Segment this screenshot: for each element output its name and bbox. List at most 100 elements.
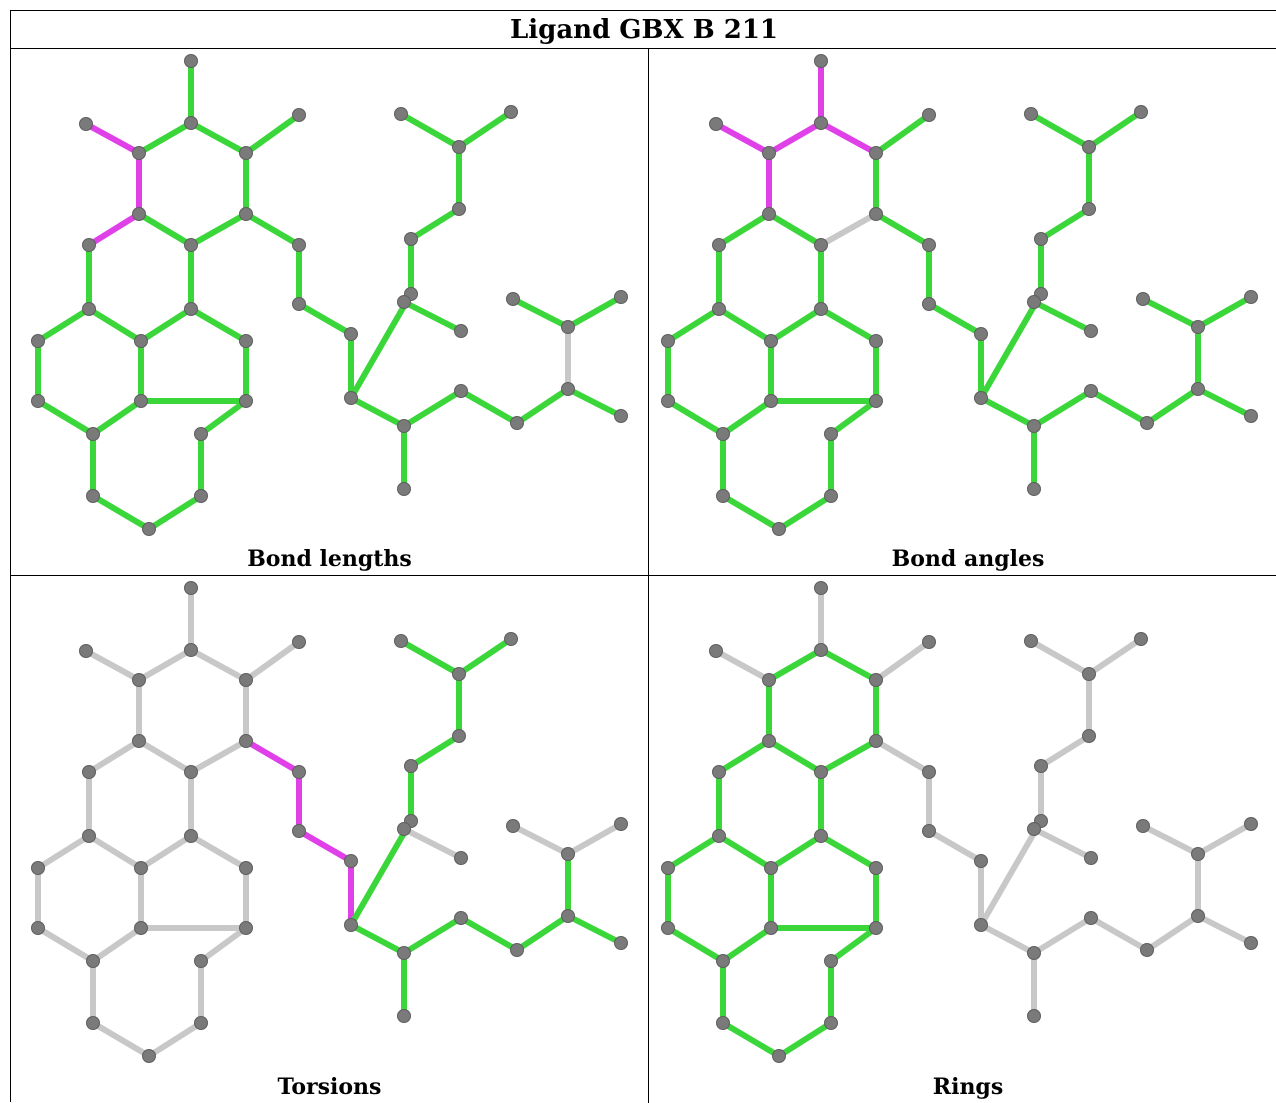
bond (401, 388, 464, 429)
bond (665, 925, 726, 964)
caption-bond-angles: Bond angles (891, 546, 1045, 572)
atom (506, 819, 520, 833)
bond (35, 833, 92, 871)
atom (1134, 105, 1148, 119)
bond (665, 398, 726, 437)
atom (716, 1016, 730, 1030)
bond (720, 1020, 782, 1059)
atom (762, 734, 776, 748)
atom (506, 292, 520, 306)
atom (772, 1049, 786, 1063)
atom (764, 334, 778, 348)
atom (824, 427, 838, 441)
atom (1024, 107, 1038, 121)
atom (1082, 140, 1096, 154)
atom (134, 394, 148, 408)
bond (243, 738, 302, 775)
bond (510, 823, 571, 857)
atom (184, 643, 198, 657)
atom (1027, 482, 1041, 496)
bond (458, 915, 520, 953)
atom (661, 394, 675, 408)
atom (452, 667, 466, 681)
atom (561, 909, 575, 923)
atom (869, 207, 883, 221)
atom (184, 829, 198, 843)
bond (35, 306, 92, 344)
bond (514, 913, 571, 953)
atom (292, 108, 306, 122)
bond (1144, 386, 1201, 426)
atom (79, 117, 93, 131)
bond (188, 120, 249, 156)
molecule-rings (661, 581, 1258, 1063)
bond (565, 386, 624, 419)
atom (661, 334, 675, 348)
bond (1038, 206, 1092, 242)
molecule-torsions (31, 581, 628, 1063)
atom (1244, 409, 1258, 423)
atom (344, 327, 358, 341)
caption-torsions: Torsions (277, 1074, 382, 1100)
atom (869, 861, 883, 875)
atom (86, 489, 100, 503)
bond (136, 211, 194, 248)
bond (188, 306, 249, 344)
molecule-bond-angles (661, 54, 1258, 536)
atom (194, 427, 208, 441)
atom (1027, 946, 1041, 960)
bond (1038, 733, 1092, 769)
bond (873, 738, 932, 775)
atom (142, 522, 156, 536)
atom (194, 954, 208, 968)
bond (716, 211, 772, 248)
bond (978, 818, 1044, 928)
bond (776, 493, 834, 532)
bond (348, 818, 414, 928)
atom (1082, 202, 1096, 216)
bond (146, 493, 204, 532)
bond (514, 386, 571, 426)
bond (873, 211, 932, 248)
atom (762, 673, 776, 687)
atom (1082, 729, 1096, 743)
bond (458, 388, 520, 426)
atom (397, 822, 411, 836)
atom (814, 116, 828, 130)
bond (86, 833, 144, 871)
caption-bond-lengths: Bond lengths (247, 546, 412, 572)
bond (768, 306, 824, 344)
bond (1086, 109, 1144, 150)
bond (86, 306, 144, 344)
bond (348, 395, 407, 429)
atom (1191, 847, 1205, 861)
atom (1191, 382, 1205, 396)
bond (188, 738, 249, 775)
atom (510, 943, 524, 957)
atom (132, 207, 146, 221)
bond (188, 647, 249, 683)
bond (401, 299, 464, 334)
bond (35, 925, 96, 964)
atom (716, 489, 730, 503)
bond (146, 1020, 204, 1059)
bond (83, 121, 142, 156)
atom (344, 391, 358, 405)
bond (136, 647, 194, 683)
bond (243, 639, 302, 683)
atom (869, 673, 883, 687)
atom (31, 921, 45, 935)
atom (454, 851, 468, 865)
atom (762, 146, 776, 160)
bond (408, 733, 462, 769)
atom (661, 861, 675, 875)
atom (814, 829, 828, 843)
bond (1195, 294, 1254, 330)
atom (869, 394, 883, 408)
bond (136, 738, 194, 775)
bond (818, 306, 879, 344)
atom (82, 302, 96, 316)
atom (1024, 634, 1038, 648)
atom (79, 644, 93, 658)
bond (873, 112, 932, 156)
